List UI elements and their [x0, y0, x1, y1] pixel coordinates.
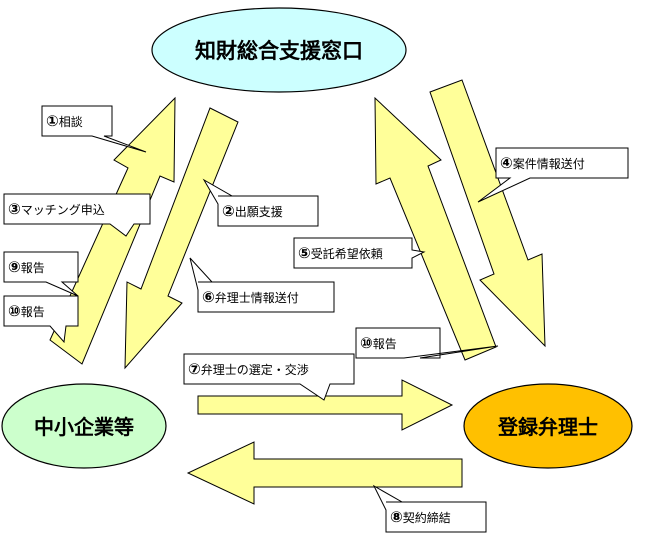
callout-c9-box — [3, 251, 79, 297]
callout-c2-text: 出願支援 — [235, 205, 283, 219]
callout-c10b: ⑩報告 — [355, 327, 499, 359]
callout-c1-box — [41, 105, 147, 153]
callout-c1-label: ①相談 — [46, 112, 83, 130]
callout-c7: ⑦弁理士の選定・交渉 — [183, 353, 355, 401]
callout-c10a-box — [3, 295, 79, 344]
arrow-attorney-to-sme — [186, 441, 463, 505]
callout-c5-text: 受託希望依頼 — [311, 246, 383, 261]
node-attorney: 登録弁理士 — [463, 383, 633, 469]
arrows — [49, 79, 546, 505]
callout-c3-box — [3, 193, 151, 237]
node-center-label: 知財総合支援窓口 — [195, 39, 363, 63]
callout-c1: ①相談 — [41, 105, 147, 153]
arrow-sme-to-attorney — [197, 379, 454, 431]
callout-c5-box — [293, 237, 426, 269]
callout-c2-label: ②出願支援 — [222, 202, 283, 220]
node-sme-shape — [1, 383, 167, 469]
callout-c3-text: マッチング申込 — [21, 203, 105, 217]
callout-c5-label: ⑤受託希望依頼 — [298, 244, 383, 262]
callout-c9: ⑨報告 — [3, 251, 79, 297]
callout-c2: ②出願支援 — [202, 178, 319, 227]
node-center: 知財総合支援窓口 — [151, 7, 407, 93]
callout-c6-num: ⑥ — [202, 288, 215, 306]
callout-c4-text: 案件情報送付 — [513, 156, 585, 171]
node-center-shape — [151, 7, 407, 93]
callout-c10a-text: 報告 — [21, 305, 45, 319]
callout-c10b-text: 報告 — [373, 337, 397, 351]
node-sme-label: 中小企業等 — [34, 415, 134, 439]
callout-c10b-num: ⑩ — [360, 334, 373, 352]
callout-c8-num: ⑧ — [390, 508, 403, 526]
callout-c1-num: ① — [46, 112, 59, 130]
callout-c4-box — [477, 147, 629, 203]
callout-c5-num: ⑤ — [298, 244, 311, 262]
callout-c6-label: ⑥弁理士情報送付 — [202, 288, 299, 306]
callout-c6-box — [189, 257, 335, 313]
callout-c9-text: 報告 — [21, 261, 45, 275]
callout-c7-num: ⑦ — [188, 360, 201, 378]
callout-c1-text: 相談 — [59, 114, 83, 129]
node-attorney-label: 登録弁理士 — [497, 415, 598, 439]
callout-c10b-label: ⑩報告 — [360, 334, 397, 352]
callout-c2-box — [202, 178, 319, 227]
callout-c3-num: ③ — [8, 200, 21, 218]
callout-c10b-box — [355, 327, 499, 359]
callout-c8: ⑧契約締結 — [372, 484, 487, 533]
callout-c4-label: ④案件情報送付 — [500, 154, 585, 172]
callout-c9-label: ⑨報告 — [8, 258, 45, 276]
callout-c5: ⑤受託希望依頼 — [293, 237, 426, 269]
arrow-center-to-sme — [124, 107, 239, 370]
callout-c8-text: 契約締結 — [403, 510, 451, 525]
callout-c6-text: 弁理士情報送付 — [215, 290, 299, 305]
callout-c7-label: ⑦弁理士の選定・交渉 — [188, 360, 309, 378]
callout-c10a: ⑩報告 — [3, 295, 79, 344]
callout-c6: ⑥弁理士情報送付 — [189, 257, 335, 313]
callout-c3-label: ③マッチング申込 — [8, 200, 105, 218]
callout-c9-num: ⑨ — [8, 258, 21, 276]
callout-c8-box — [372, 484, 487, 533]
callout-c10a-num: ⑩ — [8, 302, 21, 320]
arrow-sme-to-center — [49, 96, 176, 365]
arrow-attorney-to-center — [374, 96, 497, 361]
callout-c4: ④案件情報送付 — [477, 147, 629, 203]
callout-c8-label: ⑧契約締結 — [390, 508, 451, 526]
callout-c2-num: ② — [222, 202, 235, 220]
callouts: ①相談 ②出願支援 ③マッチング申込 ④案件情報送付 ⑤受託希望依頼 — [3, 105, 629, 533]
callout-c7-text: 弁理士の選定・交渉 — [201, 362, 309, 377]
node-sme: 中小企業等 — [1, 383, 167, 469]
callout-c7-box — [183, 353, 355, 401]
arrow-center-to-attorney — [429, 79, 546, 348]
callout-c3: ③マッチング申込 — [3, 193, 151, 237]
callout-c4-num: ④ — [500, 154, 513, 172]
callout-c10a-label: ⑩報告 — [8, 302, 45, 320]
node-attorney-shape — [463, 383, 633, 469]
